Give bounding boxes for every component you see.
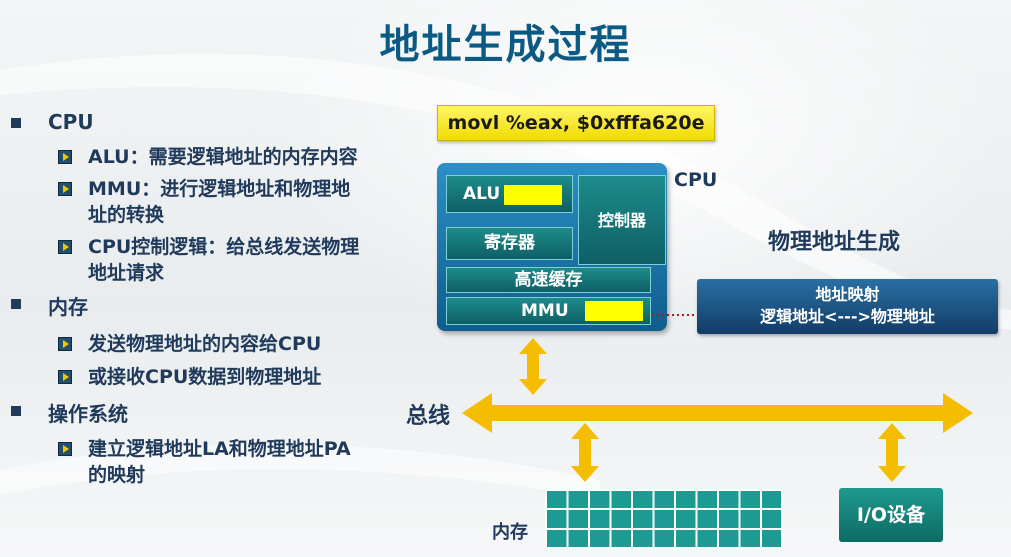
sub-bullet-send-content: 发送物理地址的内容给CPU (58, 331, 408, 357)
sub-bullet-receive-data: 或接收CPU数据到物理地址 (58, 364, 408, 390)
memory-label: 内存 (492, 522, 528, 543)
instruction-box: movl %eax, $0xfffa620e (437, 105, 715, 141)
bullet-list: CPU ALU：需要逻辑地址的内存内容 MMU：进行逻辑地址和物理地 址的转换 … (0, 0, 430, 557)
memory-bus-arrow (571, 423, 599, 482)
square-bullet-icon (11, 118, 21, 128)
square-bullet-icon (11, 299, 21, 309)
sub-bullet-mmu: MMU：进行逻辑地址和物理地 址的转换 (58, 176, 408, 228)
cache-block: 高速缓存 (446, 267, 651, 293)
arrow-bullet-icon (58, 337, 72, 351)
controller-block: 控制器 (578, 175, 666, 265)
mapping-line-2: 逻辑地址<--->物理地址 (760, 307, 935, 326)
sub-bullet-cpu-control: CPU控制逻辑：给总线发送物理 地址请求 (58, 234, 408, 286)
sub-bullet-alu: ALU：需要逻辑地址的内存内容 (58, 144, 408, 170)
arrow-bullet-icon (58, 182, 72, 196)
address-mapping-box: 地址映射 逻辑地址<--->物理地址 (697, 279, 998, 334)
bullet-cpu: CPU (11, 110, 94, 134)
bus-label: 总线 (406, 404, 451, 429)
physical-address-title: 物理地址生成 (768, 230, 901, 255)
io-bus-arrow (878, 423, 906, 482)
bus-arrow (462, 393, 973, 433)
bullet-memory: 内存 (11, 291, 88, 320)
arrow-bullet-icon (58, 370, 72, 384)
mapping-line-1: 地址映射 (815, 285, 880, 304)
arrow-bullet-icon (58, 442, 72, 456)
cpu-block: ALU 控制器 寄存器 高速缓存 MMU (437, 163, 667, 331)
mmu-highlight (585, 301, 643, 321)
io-device-box: I/O设备 (839, 488, 943, 542)
arrow-bullet-icon (58, 150, 72, 164)
registers-block: 寄存器 (446, 227, 573, 260)
sub-bullet-mapping: 建立逻辑地址LA和物理地址PA 的映射 (58, 436, 408, 488)
memory-grid (545, 489, 783, 549)
alu-highlight (504, 185, 562, 205)
cpu-label: CPU (674, 169, 718, 191)
page-title: 地址生成过程 (379, 22, 632, 68)
cpu-bus-arrow (519, 338, 547, 395)
square-bullet-icon (11, 406, 21, 416)
arrow-bullet-icon (58, 240, 72, 254)
bullet-os: 操作系统 (11, 398, 128, 427)
